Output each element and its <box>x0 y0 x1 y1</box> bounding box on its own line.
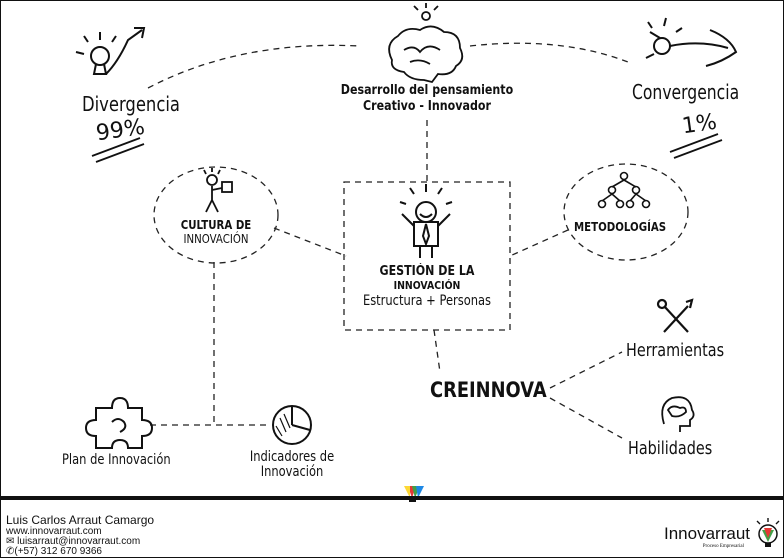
convergence-percent: 1% <box>680 109 719 140</box>
connector-creinnova-tools <box>549 351 623 389</box>
tools-label: Herramientas <box>626 340 725 361</box>
brand-tagline: Proceso Empresarial <box>702 544 744 549</box>
creative-thinking-title: Desarrollo del pensamiento Creativo - In… <box>320 82 534 114</box>
creinnova-label: CREINNOVA <box>430 378 547 402</box>
innovation-indicators-line1: Indicadores de <box>249 449 335 465</box>
connector-methodology-management <box>509 229 569 257</box>
lightbulb-target-icon <box>645 17 738 67</box>
innovation-management-line1: GESTIÓN DE LA <box>379 264 475 279</box>
connector-divergence-thinking <box>147 44 361 89</box>
convergence-label: Convergencia <box>632 80 740 104</box>
connector-culture-management <box>273 227 347 257</box>
connector-management-creinnova <box>433 329 441 373</box>
email-row: ✉ luisarraut@innovarraut.com <box>6 537 154 547</box>
phone-row: ✆(+57) 312 670 9366 <box>6 547 154 557</box>
website-link[interactable]: www.innovarraut.com <box>6 526 102 537</box>
skills-label: Habilidades <box>628 438 713 459</box>
creative-thinking-line1: Desarrollo del pensamiento <box>340 82 514 98</box>
head-brain-icon <box>661 396 695 432</box>
innovation-culture-line1: CULTURA DE <box>180 218 252 232</box>
colorful-lightbulb-icon <box>404 486 424 502</box>
footer-divider <box>0 496 784 500</box>
phone-number: (+57) 312 670 9366 <box>14 546 102 557</box>
innovation-indicators-line2: Innovación <box>260 464 324 480</box>
pie-chart-icon <box>272 405 312 445</box>
innovation-management-title: GESTIÓN DE LA INNOVACIÓN Estructura + Pe… <box>346 264 508 310</box>
lightbulb-arrow-icon <box>75 27 146 75</box>
puzzle-piece-icon <box>84 396 154 449</box>
connector-thinking-convergence <box>469 42 629 63</box>
footer-contact: Luis Carlos Arraut Camargo www.innovarra… <box>6 514 154 557</box>
brain-lightbulb-icon <box>388 3 464 84</box>
tools-icon <box>656 298 694 333</box>
methodology-dashed-circle <box>563 163 689 261</box>
innovation-culture-title: CULTURA DE INNOVACIÓN <box>166 218 266 246</box>
culture-dashed-circle <box>153 166 279 264</box>
mail-icon: ✉ <box>6 536 15 547</box>
stick-figure-box-icon <box>203 168 233 213</box>
innovation-culture-line2: INNOVACIÓN <box>183 232 249 246</box>
management-dashed-box <box>343 181 511 331</box>
author-name: Luis Carlos Arraut Camargo <box>6 513 155 527</box>
innovation-plan-label: Plan de Innovación <box>62 452 171 468</box>
stick-figure-tie-icon <box>399 184 453 258</box>
brand-name: Innovarraut <box>664 524 750 543</box>
innovation-indicators-title: Indicadores de Innovación <box>238 450 346 480</box>
hierarchy-tree-icon <box>597 171 651 209</box>
phone-icon: ✆ <box>6 546 15 557</box>
connector-creinnova-skills <box>549 397 623 439</box>
brand-lightbulb-icon <box>756 518 780 547</box>
creative-thinking-line2: Creativo - Innovador <box>363 98 491 114</box>
structure-people-label: Estructura + Personas <box>362 293 492 309</box>
methodologies-label: METODOLOGÍAS <box>574 220 667 234</box>
innovation-management-line2: INNOVACIÓN <box>393 279 461 292</box>
email-link[interactable]: luisarraut@innovarraut.com <box>17 536 141 547</box>
divergence-label: Divergencia <box>82 92 180 116</box>
